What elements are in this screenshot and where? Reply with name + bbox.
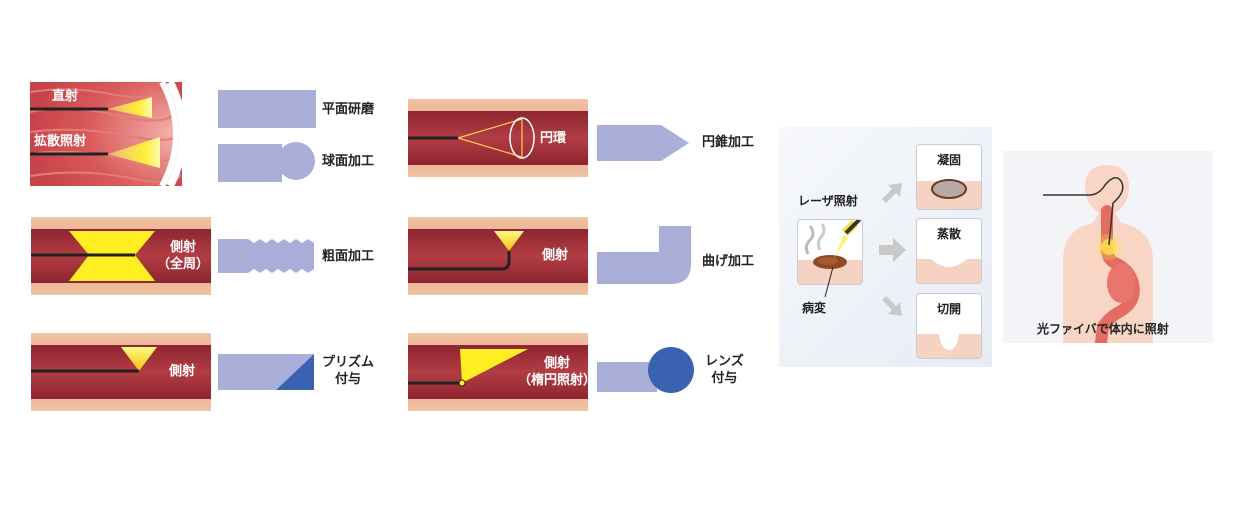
- vaporization-label: 蒸散: [936, 227, 961, 241]
- vaporization-box: 蒸散: [916, 218, 982, 284]
- ring-label: 円環: [540, 131, 567, 146]
- side-full-label: 側射 （全周）: [157, 239, 209, 273]
- flat-polish-tip-icon: [218, 90, 316, 128]
- side-full-label-line2: （全周）: [157, 257, 210, 272]
- arrow-up-right-icon: [882, 183, 902, 203]
- ball-processing-label: 球面加工: [322, 154, 375, 169]
- side-full-label-line1: 側射: [170, 240, 197, 255]
- vessel-bent-side: [408, 217, 588, 295]
- body-illustration: [1043, 165, 1153, 343]
- rough-surface-label: 粗面加工: [322, 249, 375, 264]
- arrow-down-right-icon: [882, 296, 902, 316]
- incision-box: 切開: [916, 293, 982, 359]
- lens-label: レンズ 付与: [705, 353, 744, 387]
- incision-illustration: [917, 334, 981, 358]
- ellipse-side-label-line2: （楕円照射）: [518, 373, 597, 388]
- side-label: 側射: [169, 364, 196, 379]
- coagulation-label: 凝固: [936, 153, 961, 167]
- tissue-illustration: [30, 82, 182, 186]
- ellipse-side-vessel-panel: 側射 （楕円照射）: [408, 333, 596, 411]
- diffuse-label: 拡散照射: [34, 134, 87, 149]
- vaporization-illustration: [917, 259, 981, 283]
- lens-tip-icon: [597, 347, 694, 393]
- ellipse-side-label-line1: 側射: [544, 356, 571, 371]
- direct-label: 直射: [52, 89, 79, 104]
- lesion-label: 病変: [802, 301, 827, 315]
- ring-vessel-panel: 円環: [408, 99, 588, 177]
- side-vessel-panel: 側射: [31, 333, 211, 411]
- flat-polish-label: 平面研磨: [322, 102, 375, 117]
- cone-tip-icon: [597, 125, 689, 161]
- body-illustration-panel: 光ファイバで体内に照射: [1003, 151, 1213, 343]
- bent-side-label: 側射: [542, 248, 569, 263]
- bent-tip-icon: [597, 226, 691, 284]
- laser-scene: [797, 219, 863, 285]
- body-caption: 光ファイバで体内に照射: [1037, 322, 1169, 336]
- vessel-side: [31, 333, 211, 411]
- bend-processing-label: 曲げ加工: [702, 254, 755, 269]
- coagulation-illustration: [917, 179, 981, 209]
- laser-irradiation-label: レーザ照射: [798, 194, 858, 208]
- laser-scene-illustration: [798, 220, 862, 284]
- coagulation-box: 凝固: [916, 144, 982, 210]
- lens-label-line1: レンズ: [705, 354, 744, 369]
- prism-label-line1: プリズム: [322, 355, 375, 370]
- incision-label: 切開: [936, 302, 961, 316]
- ellipse-side-label: 側射 （楕円照射）: [518, 355, 596, 389]
- bent-side-vessel-panel: 側射: [408, 217, 588, 295]
- ball-tip-icon: [218, 142, 315, 182]
- arrow-right-icon: [879, 238, 906, 262]
- prism-tip-icon: [218, 354, 314, 390]
- lens-label-line2: 付与: [711, 371, 738, 386]
- vessel-ellipse-side: [408, 333, 588, 411]
- prism-label: プリズム 付与: [322, 354, 374, 388]
- prism-label-line2: 付与: [335, 372, 362, 387]
- vessel-ring: [408, 99, 588, 177]
- tissue-irradiation-panel: 直射 拡散照射: [30, 82, 182, 186]
- treatment-panel: レーザ照射 病変 凝固 蒸散: [779, 127, 992, 367]
- cone-processing-label: 円錐加工: [702, 135, 755, 150]
- vessel-side-full: [31, 217, 211, 295]
- side-full-vessel-panel: 側射 （全周）: [31, 217, 211, 295]
- rough-surface-tip-icon: [218, 239, 314, 273]
- lesion-pointer: [824, 267, 834, 298]
